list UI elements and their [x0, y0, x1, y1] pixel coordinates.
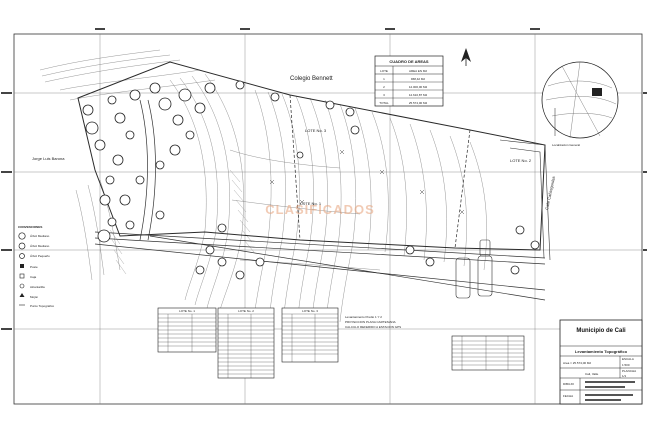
title-municipio: Municipio de Cali	[576, 328, 626, 334]
coord-table-lote1: LOTE No. 1	[157, 307, 217, 353]
areas-total-value: 25.574,00 M2	[409, 101, 428, 105]
post-icon	[20, 264, 24, 268]
lot-label-2: LOTE No. 2	[510, 158, 532, 163]
watermark-text: CLASIFICADOS	[265, 202, 375, 217]
plan-notes: Levantamiento Predio 1 Y 2 PROYECCION PL…	[345, 315, 401, 329]
legend-item-4: Poste	[30, 265, 38, 269]
legend-item-7: Mojón	[30, 295, 39, 299]
point-icon	[19, 293, 25, 297]
areas-table-title: CUADRO DE AREAS	[389, 59, 429, 64]
tree-small-icon	[19, 253, 25, 259]
trees	[82, 80, 540, 280]
areas-col-lote: LOTE	[380, 69, 388, 73]
areas-table: CUADRO DE AREAS LOTE AREA EN M2 1 968,42…	[374, 55, 444, 107]
neighbor-label-colegio: Colegio Bennett	[290, 76, 333, 82]
title-city: Cali, Valle	[585, 372, 599, 376]
coord-table-lote2: LOTE No. 2	[217, 307, 275, 379]
note-line-2: PROYECCION PLANA CARTESIANA	[345, 320, 396, 324]
coord-table-1-title: LOTE No. 1	[179, 309, 195, 313]
areas-total-label: TOTAL	[379, 101, 389, 105]
title-escala-label: ESCALA	[622, 357, 634, 361]
note-line-1: Levantamiento Predio 1 Y 2	[345, 315, 382, 319]
areas-row-2-lote: 2	[383, 85, 385, 89]
areas-row-2-area: 12.000,00 M2	[409, 85, 428, 89]
location-inset: Localización General	[541, 61, 619, 147]
legend: CONVENCIONES Árbol Mediano Árbol Mediano…	[18, 225, 54, 308]
legend-item-6: Alcantarilla	[30, 285, 45, 289]
legend-item-3: Árbol Pequeño	[30, 254, 50, 258]
title-area: Area = 25.574,00 M2	[563, 361, 591, 365]
grid-ticks	[1, 28, 647, 330]
legend-item-5: Caja	[30, 275, 37, 279]
areas-col-area: AREA EN M2	[409, 69, 427, 73]
tree-medium-icon	[18, 242, 26, 250]
areas-row-1-lote: 1	[383, 77, 385, 81]
legend-item-8: Punto Topografico	[30, 304, 54, 308]
well-icon	[19, 273, 25, 279]
title-plancha-label: PLANCHA	[622, 369, 636, 373]
survey-marks	[269, 149, 465, 215]
slope-hatching	[109, 169, 255, 275]
north-arrow-icon	[461, 48, 471, 66]
leveling-table	[451, 335, 525, 371]
tree-large-icon	[18, 232, 26, 240]
lot-label-1: LOTE No. 1	[300, 201, 322, 206]
access-road	[455, 139, 551, 299]
location-caption: Localización General	[552, 143, 580, 147]
lot-label-3: LOTE No. 3	[305, 128, 327, 133]
coord-table-3-title: LOTE No. 3	[302, 309, 318, 313]
note-line-3: CALCULO REFERIDO A ESTACION GPS	[345, 325, 401, 329]
title-escala-value: 1:500	[622, 363, 630, 367]
coord-table-2-title: LOTE No. 2	[238, 309, 254, 313]
manhole-icon	[19, 283, 25, 289]
neighbor-label-jorge: Jorge Luis Barona	[32, 156, 65, 161]
title-subtitle: Levantamiento Topográfico	[575, 349, 628, 354]
areas-row-3-area: 12.610,87 M2	[409, 93, 428, 97]
street-label: Calle Cañasgordas	[544, 176, 556, 210]
legend-item-2: Árbol Mediano	[30, 244, 50, 248]
areas-row-3-lote: 3	[383, 93, 385, 97]
title-plancha-value: 1/1	[622, 374, 627, 378]
legend-title: CONVENCIONES	[18, 225, 42, 229]
legend-item-1: Árbol Mediano	[30, 234, 50, 238]
title-block: Municipio de Cali Levantamiento Topográf…	[559, 319, 643, 405]
title-dibujo: DIBUJO	[563, 382, 575, 386]
coord-table-lote3: LOTE No. 3	[281, 307, 339, 363]
property-boundary	[77, 61, 546, 251]
title-fecha: FECHA	[563, 394, 573, 398]
areas-row-1-area: 968,42 M2	[411, 77, 426, 81]
drawing-frame	[13, 33, 643, 405]
